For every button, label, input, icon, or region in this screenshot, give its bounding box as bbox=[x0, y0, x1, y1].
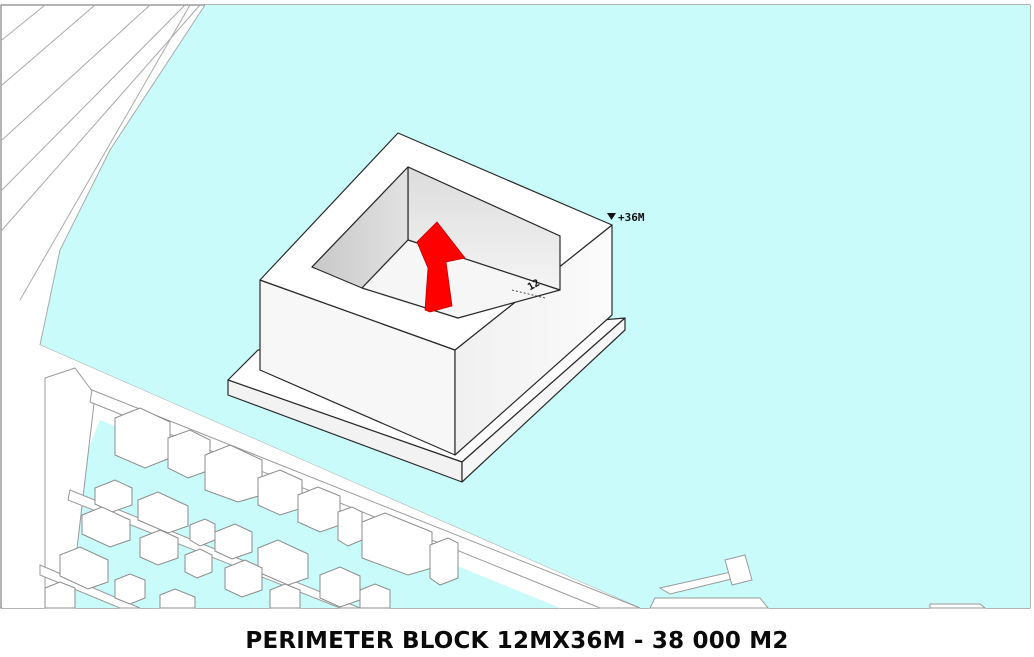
height-label: +36M bbox=[618, 211, 645, 224]
podium-right bbox=[461, 317, 626, 483]
small-buildings bbox=[44, 407, 459, 609]
level-triangle-icon bbox=[607, 213, 616, 220]
up-arrow-icon bbox=[416, 221, 466, 313]
pier-structure bbox=[649, 554, 987, 609]
height-marker: +36M bbox=[607, 211, 645, 224]
depth-label: 12 bbox=[526, 278, 542, 294]
depth-dimension: 12 bbox=[511, 278, 546, 299]
diagram-caption: PERIMETER BLOCK 12MX36M - 38 000 M2 bbox=[245, 628, 789, 654]
